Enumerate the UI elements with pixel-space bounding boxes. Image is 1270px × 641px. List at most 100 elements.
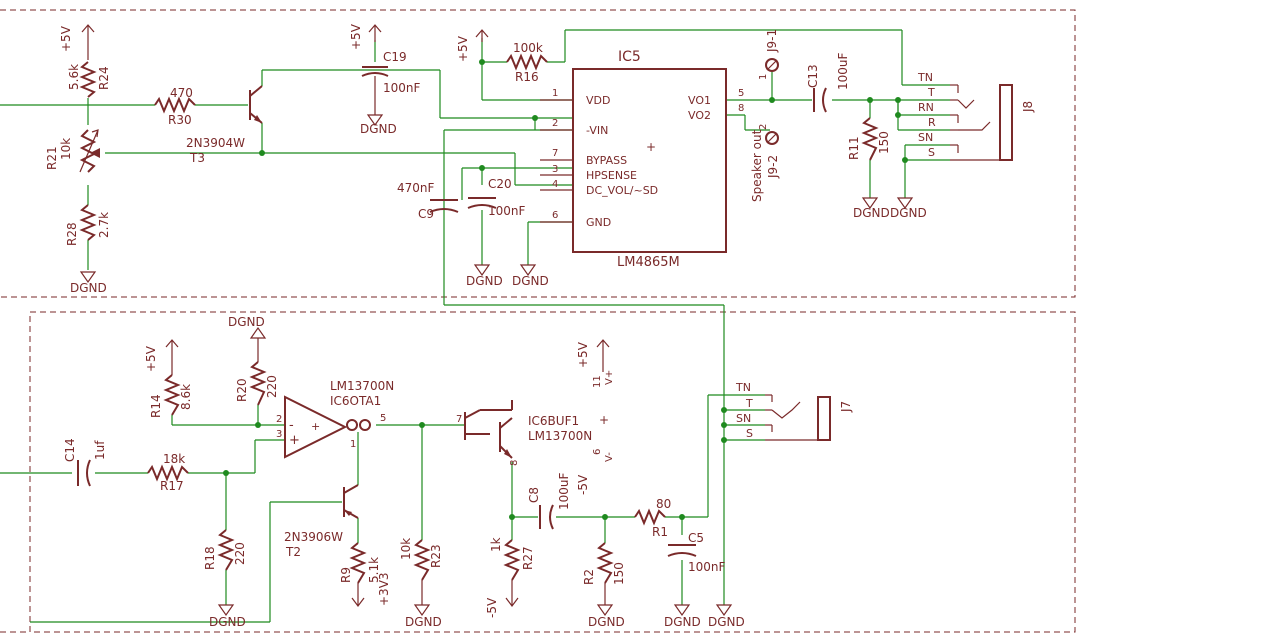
top-wires bbox=[0, 29, 950, 395]
ota-pin-c: 5 bbox=[380, 413, 386, 424]
ota-plus: + bbox=[311, 420, 320, 433]
jack-j8: J8 TN T RN R SN S bbox=[917, 71, 1035, 161]
gnd-r20: DGND bbox=[228, 315, 267, 362]
gnd-label: DGND bbox=[360, 122, 397, 136]
j7-pin: SN bbox=[736, 412, 751, 425]
c13-value: 100uF bbox=[836, 52, 850, 90]
t3-name: T3 bbox=[189, 151, 205, 165]
r18-value: 220 bbox=[233, 542, 247, 565]
ota-pin-a: 2 bbox=[276, 414, 282, 425]
c8-name: C8 bbox=[527, 487, 541, 503]
gnd-label: DGND bbox=[209, 615, 246, 629]
pwr-plus: + bbox=[599, 413, 609, 427]
buf-pin-out: 8 bbox=[509, 460, 520, 466]
c13-name: C13 bbox=[806, 64, 820, 88]
r20-name: R20 bbox=[235, 378, 249, 402]
resistor-r20: R20 220 bbox=[235, 361, 279, 406]
ic5-pin-num: 6 bbox=[552, 210, 558, 221]
r11-value: 150 bbox=[877, 131, 891, 154]
gnd-label: DGND bbox=[890, 206, 927, 220]
potentiometer-r21: R21 10k bbox=[45, 129, 100, 173]
gnd-label: DGND bbox=[853, 206, 890, 220]
t2-part: 2N3906W bbox=[284, 530, 343, 544]
ic5-lm4865m: IC5 LM4865M + 1 2 7 3 4 6 VDD -VIN BYPAS… bbox=[540, 49, 744, 270]
supply-label: +5V bbox=[59, 25, 73, 52]
r24-name: R24 bbox=[97, 66, 111, 90]
r27-value: 1k bbox=[489, 537, 503, 552]
r16-name: R16 bbox=[515, 70, 539, 84]
c20-value: 100nF bbox=[488, 204, 526, 218]
r1-value: 80 bbox=[656, 497, 671, 511]
j7-pin: S bbox=[746, 427, 753, 440]
j8-pin: R bbox=[928, 116, 936, 129]
ic5-pin-label: -VIN bbox=[586, 124, 608, 137]
buf-name: IC6BUF1 bbox=[528, 414, 579, 428]
ic5-pin-label: VO2 bbox=[688, 109, 711, 122]
ota-part: LM13700N bbox=[330, 379, 394, 393]
resistor-r30: 470 R30 bbox=[154, 86, 196, 127]
capacitor-c20: C20 100nF DGND bbox=[466, 177, 526, 288]
j8-pin: T bbox=[927, 86, 935, 99]
j7-pin: TN bbox=[735, 381, 751, 394]
r9-value: 5.1k bbox=[367, 557, 381, 583]
r28-value: 2.7k bbox=[97, 212, 111, 238]
supply-p5v-r14: +5V bbox=[144, 339, 179, 375]
j9-pin1-num: 1 bbox=[758, 74, 769, 80]
supply-label: +3V3 bbox=[377, 572, 391, 606]
resistor-r17: 18k R17 bbox=[147, 452, 189, 493]
gnd-label: DGND bbox=[664, 615, 701, 629]
gnd-label: DGND bbox=[70, 281, 107, 295]
r21-value: 10k bbox=[59, 138, 73, 160]
j9-pin2: J9-2 bbox=[766, 155, 780, 179]
capacitor-c9: 470nF C9 bbox=[397, 181, 459, 221]
gnd-j8: DGND bbox=[890, 197, 927, 220]
supply-label: -5V bbox=[485, 597, 499, 618]
c19-value: 100nF bbox=[383, 81, 421, 95]
pwr-pin-pos: 11 bbox=[592, 375, 603, 388]
resistor-r14: R14 8.6k bbox=[149, 374, 193, 418]
j9-pin1: J9-1 bbox=[765, 29, 779, 53]
c14-value: 1uf bbox=[93, 440, 107, 460]
resistor-r28: R28 2.7k bbox=[65, 204, 111, 246]
ic5-pin-label: BYPASS bbox=[586, 154, 627, 167]
bottom-frame bbox=[0, 311, 1076, 633]
gnd-r28: DGND bbox=[70, 271, 107, 295]
gnd-label: DGND bbox=[228, 315, 265, 329]
r21-name: R21 bbox=[45, 146, 59, 170]
power-pins-ic6: +5V 11 V+ + 6 V- -5V bbox=[576, 339, 615, 495]
r24-value: 5.6k bbox=[67, 64, 81, 90]
c9-value: 470nF bbox=[397, 181, 435, 195]
capacitor-c19: C19 100nF DGND bbox=[360, 50, 421, 136]
c5-name: C5 bbox=[688, 531, 704, 545]
r14-value: 8.6k bbox=[179, 384, 193, 410]
gnd-j7: DGND bbox=[708, 604, 745, 629]
t2-name: T2 bbox=[285, 545, 301, 559]
c9-name: C9 bbox=[418, 207, 434, 221]
r11-name: R11 bbox=[847, 136, 861, 160]
capacitor-c5: C5 100nF DGND bbox=[664, 531, 726, 629]
r20-value: 220 bbox=[265, 375, 279, 398]
supply-p5v-r24: +5V bbox=[59, 24, 95, 60]
supply-p5v-r16: +5V bbox=[456, 29, 489, 62]
gnd-ic5-pin6: DGND bbox=[512, 264, 549, 288]
capacitor-c14: C14 1uf bbox=[63, 438, 107, 487]
r30-value: 470 bbox=[170, 86, 193, 100]
t3-part: 2N3904W bbox=[186, 136, 245, 150]
resistor-r16: 100k R16 bbox=[506, 41, 548, 84]
r23-name: R23 bbox=[429, 544, 443, 568]
j8-pin: SN bbox=[918, 131, 933, 144]
r2-value: 150 bbox=[612, 562, 626, 585]
bottom-junctions bbox=[223, 407, 727, 520]
sheet-frames bbox=[0, 9, 1076, 633]
r2-name: R2 bbox=[582, 569, 596, 585]
ic5-pin-num: 4 bbox=[552, 179, 558, 190]
r27-name: R27 bbox=[521, 546, 535, 570]
buf-part: LM13700N bbox=[528, 429, 592, 443]
supply-label: -5V bbox=[576, 474, 590, 495]
bottom-wires bbox=[0, 394, 765, 623]
ic5-pin-label: VDD bbox=[586, 94, 610, 107]
ota-minus: - bbox=[289, 418, 294, 433]
ic5-pin-num: 7 bbox=[552, 148, 558, 159]
c14-name: C14 bbox=[63, 438, 77, 462]
